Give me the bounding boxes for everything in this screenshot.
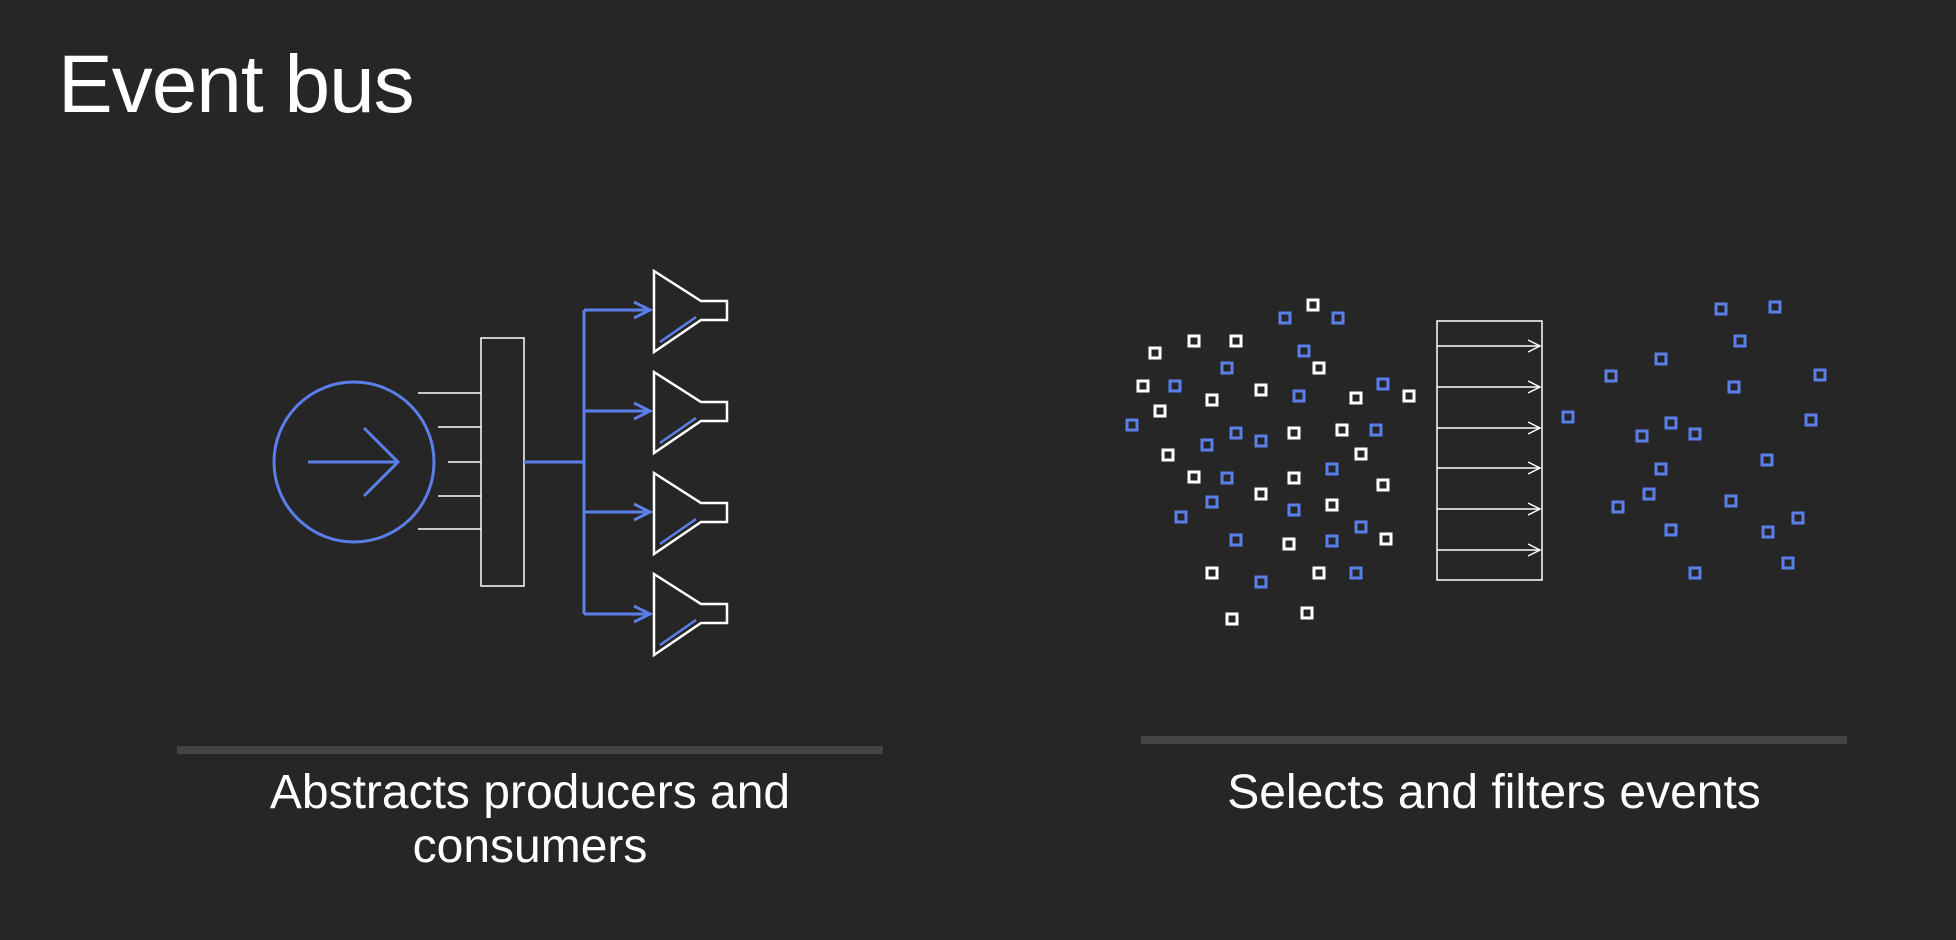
left-caption: Abstracts producers and consumers xyxy=(269,766,791,873)
left-divider xyxy=(177,746,883,754)
event-bus-bar-icon xyxy=(480,337,525,587)
consumer-funnel-icon xyxy=(652,571,729,658)
consumer-funnel-icon xyxy=(652,369,729,456)
consumer-funnels xyxy=(652,268,729,658)
filtered-events xyxy=(1561,300,1827,580)
consumer-funnel-icon xyxy=(652,470,729,557)
producer-arrow-circle-icon xyxy=(272,380,436,544)
consumer-funnel-icon xyxy=(652,268,729,355)
input-events xyxy=(1125,298,1416,626)
event-filter-icon xyxy=(1436,320,1543,581)
right-divider xyxy=(1141,736,1847,744)
right-caption: Selects and filters events xyxy=(1227,766,1761,819)
fan-out-arrows xyxy=(524,300,654,624)
producer-feed-lines xyxy=(418,392,481,530)
slide-title: Event bus xyxy=(58,39,415,130)
